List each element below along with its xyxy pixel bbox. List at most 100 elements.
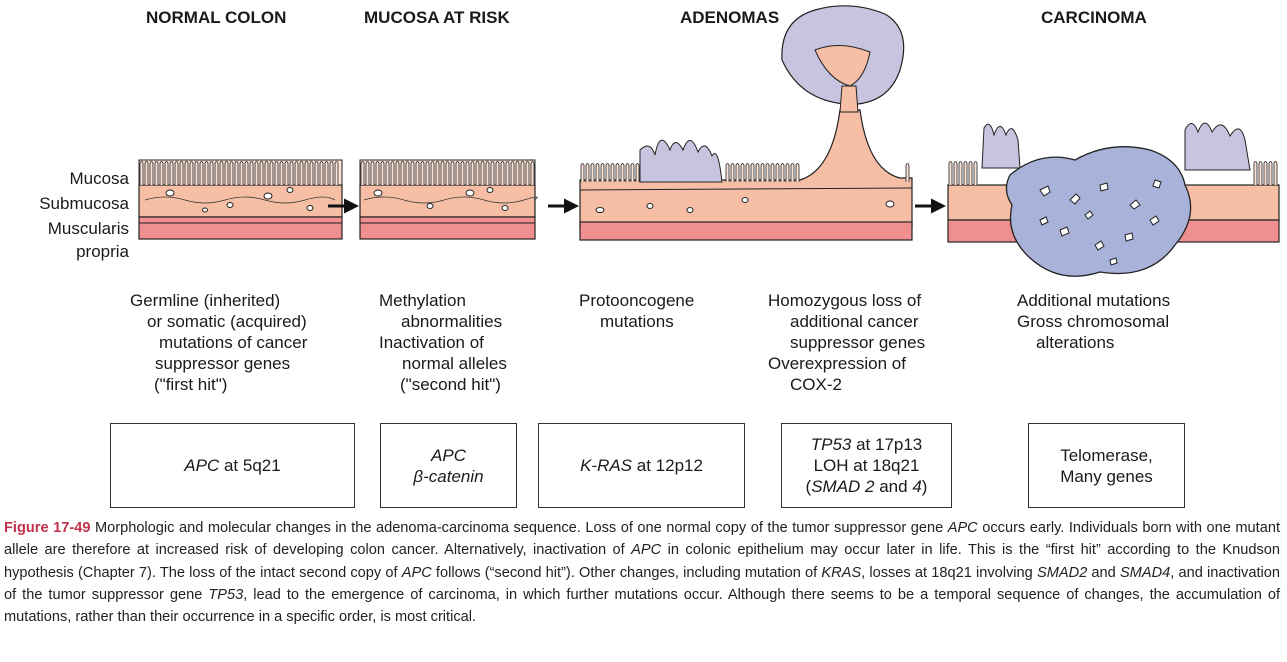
crypt-villus xyxy=(289,161,294,185)
crypt-villus xyxy=(750,163,755,182)
crypt-villus xyxy=(375,161,380,185)
left-adenoma-tuft xyxy=(981,123,1021,169)
crypt-villus xyxy=(209,161,214,185)
crypt-fringe-3 xyxy=(580,163,910,182)
crypt-villus xyxy=(390,161,395,185)
crypt-villus xyxy=(284,161,289,185)
crypt-villus xyxy=(740,163,745,182)
crypt-villus xyxy=(244,161,249,185)
crypt-villus xyxy=(1273,161,1278,185)
crypt-fringe-1 xyxy=(139,161,339,185)
crypt-villus xyxy=(279,161,284,185)
crypt-villus xyxy=(169,161,174,185)
crypt-villus xyxy=(365,161,370,185)
description-adenomas: Protooncogene mutations xyxy=(579,291,695,331)
crypt-villus xyxy=(1258,161,1263,185)
crypt-villus xyxy=(219,161,224,185)
crypt-villus xyxy=(204,161,209,185)
crypt-villus xyxy=(630,163,635,182)
crypt-villus xyxy=(765,163,770,182)
crypt-villus xyxy=(380,161,385,185)
crypt-villus xyxy=(625,163,630,182)
crypt-villus xyxy=(795,163,800,182)
crypt-villus xyxy=(605,163,610,182)
crypt-villus xyxy=(334,161,339,185)
crypt-villus xyxy=(214,161,219,185)
crypt-villus xyxy=(780,163,785,182)
crypt-villus xyxy=(224,161,229,185)
crypt-villus xyxy=(760,163,765,182)
crypt-villus xyxy=(725,163,730,182)
crypt-villus xyxy=(590,163,595,182)
crypt-villus xyxy=(259,161,264,185)
crypt-villus xyxy=(184,161,189,185)
crypt-villus xyxy=(905,163,910,182)
stage-title-normal-colon: NORMAL COLON xyxy=(146,8,287,27)
crypt-villus xyxy=(324,161,329,185)
layer-label-mucosa: Mucosa xyxy=(69,169,129,188)
crypt-villus xyxy=(430,161,435,185)
crypt-villus xyxy=(164,161,169,185)
crypt-villus xyxy=(269,161,274,185)
panel-adenomas xyxy=(579,5,913,241)
crypt-villus xyxy=(480,161,485,185)
stage-title-carcinoma: CARCINOMA xyxy=(1041,8,1147,27)
crypt-villus xyxy=(274,161,279,185)
crypt-villus xyxy=(179,161,184,185)
crypt-villus xyxy=(953,161,958,185)
crypt-villus xyxy=(159,161,164,185)
crypt-villus xyxy=(580,163,585,182)
crypt-villus xyxy=(755,163,760,182)
crypt-villus xyxy=(735,163,740,182)
crypt-villus xyxy=(730,163,735,182)
colon-cross-section-illustration xyxy=(138,5,1280,277)
crypt-villus xyxy=(309,161,314,185)
crypt-villus xyxy=(415,161,420,185)
description-mucosa-at-risk: Methylation abnormalities Inactivation o… xyxy=(379,291,507,394)
submucosa-detail-1 xyxy=(144,187,336,213)
crypt-villus xyxy=(963,161,968,185)
crypt-villus xyxy=(314,161,319,185)
layer-label-submucosa: Submucosa xyxy=(39,194,129,213)
panel-mucosa-at-risk xyxy=(359,159,538,240)
crypt-villus xyxy=(495,161,500,185)
description-homozygous-loss: Homozygous loss of additional cancer sup… xyxy=(768,291,926,394)
tumor-gland-pattern xyxy=(1039,179,1162,266)
right-adenoma-tuft xyxy=(1184,122,1251,171)
crypt-villus xyxy=(450,161,455,185)
stage-title-adenomas: ADENOMAS xyxy=(680,8,780,27)
pedunculated-adenoma xyxy=(781,5,905,113)
crypt-villus xyxy=(229,161,234,185)
crypt-villus xyxy=(460,161,465,185)
crypt-villus xyxy=(385,161,390,185)
layer-label-propria: propria xyxy=(76,242,129,261)
crypt-villus xyxy=(319,161,324,185)
gene-box-apc: APC at 5q21 xyxy=(110,423,355,508)
crypt-villus xyxy=(490,161,495,185)
gene-box-tp53: TP53 at 17p13 LOH at 18q21 (SMAD 2 and 4… xyxy=(781,423,952,508)
crypt-fringe-4 xyxy=(948,161,1278,185)
crypt-villus xyxy=(254,161,259,185)
submucosa-detail-3 xyxy=(595,197,895,213)
crypt-villus xyxy=(395,161,400,185)
crypt-villus xyxy=(745,163,750,182)
crypt-villus xyxy=(775,163,780,182)
crypt-villus xyxy=(958,161,963,185)
crypt-villus xyxy=(465,161,470,185)
crypt-villus xyxy=(405,161,410,185)
crypt-villus xyxy=(400,161,405,185)
crypt-villus xyxy=(1268,161,1273,185)
crypt-villus xyxy=(505,161,510,185)
crypt-villus xyxy=(445,161,450,185)
invasive-tumor-mass xyxy=(1005,146,1192,277)
crypt-fringe-2 xyxy=(360,161,535,185)
crypt-villus xyxy=(154,161,159,185)
crypt-villus xyxy=(515,161,520,185)
submucosa-detail-2 xyxy=(363,187,538,211)
description-carcinoma: Additional mutations Gross chromosomal a… xyxy=(1017,291,1171,352)
layer-label-muscularis: Muscularis xyxy=(47,219,129,238)
panel-carcinoma xyxy=(947,122,1280,277)
crypt-villus xyxy=(174,161,179,185)
gene-box-apc-beta-catenin: APC β-catenin xyxy=(380,423,517,508)
crypt-villus xyxy=(510,161,515,185)
